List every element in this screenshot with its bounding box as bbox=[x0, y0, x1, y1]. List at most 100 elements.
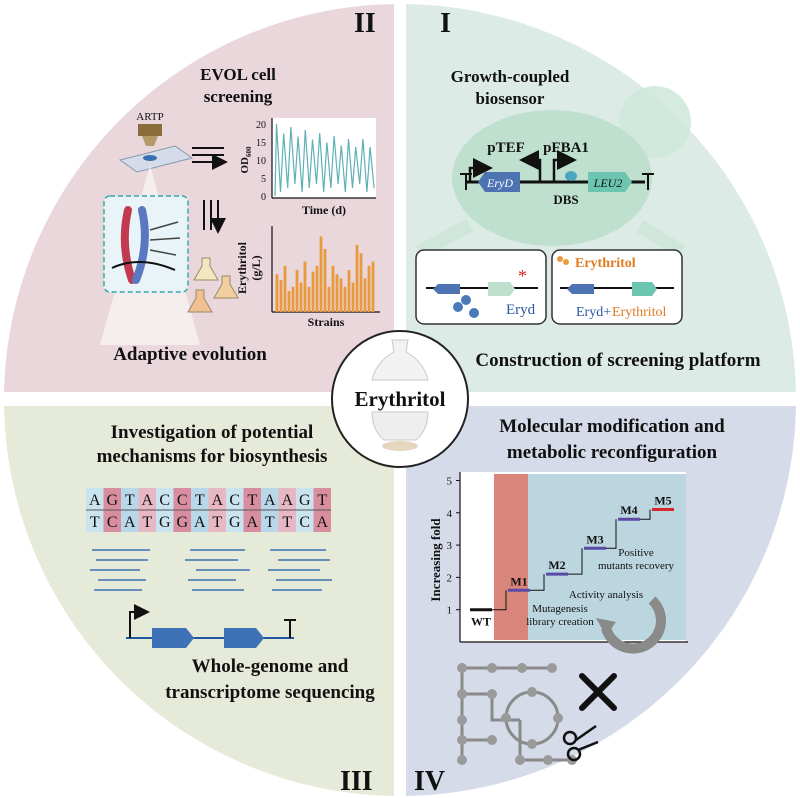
ann-activity: Activity analysis bbox=[569, 589, 643, 601]
bar-xlabel: Strains bbox=[308, 315, 345, 329]
step-label-m1: M1 bbox=[510, 574, 527, 588]
strain-bar bbox=[283, 265, 287, 312]
q1-caption: Construction of screening platform bbox=[475, 350, 760, 371]
step-label-m2: M2 bbox=[548, 558, 565, 572]
quadrant-1: I Growth-coupled biosensor pTEF pFBA1 Er… bbox=[415, 8, 761, 371]
q4-title-line1: Molecular modification and bbox=[499, 416, 725, 437]
terminator-right bbox=[642, 173, 654, 190]
arrows-to-od-chart bbox=[192, 147, 224, 162]
bar-ylabel-1: Erythritol bbox=[235, 241, 249, 294]
od-ylabel: OD600 bbox=[239, 146, 253, 174]
erythritol-dot-1 bbox=[557, 256, 563, 262]
q1-subtitle-line1: Growth-coupled bbox=[451, 67, 570, 86]
q3-title-line1: Investigation of potential bbox=[111, 422, 314, 443]
dna-break bbox=[111, 260, 176, 271]
q3-caption-line1: Whole-genome and bbox=[192, 656, 349, 677]
strain-bar bbox=[367, 265, 371, 312]
step-connector bbox=[606, 519, 617, 549]
seq-top-base: A bbox=[211, 492, 223, 509]
bar-ylabel-2: (g/L) bbox=[249, 255, 263, 280]
strain-bar bbox=[339, 278, 343, 312]
flask-2 bbox=[213, 275, 239, 299]
od-ylabel-text: OD600 bbox=[239, 146, 253, 174]
reads-group-1 bbox=[90, 549, 150, 591]
box2-bottom-a: Eryd+ bbox=[576, 305, 611, 320]
strain-bar bbox=[291, 286, 295, 312]
seq-bottom-base: C bbox=[107, 514, 118, 531]
seq-bottom-base: G bbox=[176, 514, 188, 531]
bar-ylabel: Erythritol (g/L) bbox=[235, 241, 263, 294]
od-tick-20: 20 bbox=[256, 120, 266, 131]
eryD-protein-2 bbox=[469, 308, 479, 318]
seq-top-base: G bbox=[106, 492, 118, 509]
yeast-bud bbox=[619, 86, 691, 158]
seq-bottom-base: A bbox=[194, 514, 206, 531]
seq-bottom-base: A bbox=[316, 514, 328, 531]
flask-3 bbox=[187, 289, 213, 313]
quadrant-2: II EVOL cell screening ARTP 20 15 10 5 bbox=[100, 8, 380, 365]
erythritol-bar-chart: Erythritol (g/L) Strains bbox=[235, 226, 380, 329]
step-label-m4: M4 bbox=[620, 503, 637, 517]
strain-bar bbox=[347, 270, 351, 312]
LEU2-gene-label: LEU2 bbox=[593, 176, 623, 190]
step-label-wt: WT bbox=[471, 615, 491, 629]
strain-bar bbox=[307, 286, 311, 312]
step-connector bbox=[530, 574, 545, 591]
seq-bottom-base: A bbox=[124, 514, 136, 531]
zoom-cone bbox=[416, 218, 686, 259]
center-label: Erythritol bbox=[355, 387, 446, 411]
eryD-gene bbox=[478, 172, 520, 192]
flask-base bbox=[382, 441, 418, 451]
od-growth-trace bbox=[274, 123, 375, 197]
flask-top bbox=[371, 339, 429, 381]
DBS-site-mark bbox=[565, 171, 577, 181]
step-connector bbox=[568, 548, 583, 575]
seq-top-base: A bbox=[89, 492, 101, 509]
q1-roman: I bbox=[440, 8, 451, 39]
repression-mark: * bbox=[518, 266, 527, 286]
strain-bar bbox=[363, 278, 367, 312]
strain-bar bbox=[359, 253, 363, 312]
box1-label: Eryd bbox=[506, 302, 536, 318]
strain-bar bbox=[315, 265, 319, 312]
step-ylabel-text: Increasing fold bbox=[428, 518, 443, 602]
od-tick-0: 0 bbox=[261, 192, 266, 203]
q4-roman: IV bbox=[414, 766, 445, 797]
flask-bottom bbox=[371, 411, 429, 441]
cycle-arrow bbox=[601, 596, 666, 654]
wrench-icon bbox=[579, 673, 617, 711]
DBS-label: DBS bbox=[553, 192, 578, 207]
off-box-eryD bbox=[433, 284, 460, 294]
q2-subtitle-line2: screening bbox=[204, 87, 273, 106]
strain-bar bbox=[311, 271, 315, 312]
q3-caption-line2: transcriptome sequencing bbox=[165, 682, 375, 703]
promoter2-label: pFBA1 bbox=[543, 140, 589, 156]
eryD-gene-label: EryD bbox=[486, 176, 513, 190]
od-tick-5: 5 bbox=[261, 174, 266, 185]
erythritol-dot-2 bbox=[563, 259, 569, 265]
step-label-m5: M5 bbox=[654, 494, 671, 508]
strain-bar bbox=[323, 249, 327, 312]
dna-strand-lines bbox=[149, 221, 181, 256]
seq-bottom-base: A bbox=[246, 514, 258, 531]
reverse-promoter-arrow bbox=[519, 150, 542, 182]
device-label: ARTP bbox=[136, 111, 163, 123]
on-box-LEU2 bbox=[632, 282, 657, 296]
q2-caption: Adaptive evolution bbox=[113, 344, 267, 365]
strain-bar bbox=[343, 286, 347, 312]
center-circle bbox=[331, 330, 469, 468]
chromosome-arm-2 bbox=[132, 206, 149, 284]
strain-bar bbox=[275, 274, 279, 312]
seq-bottom-base: C bbox=[299, 514, 310, 531]
terminator-left bbox=[460, 173, 472, 190]
seq-top-base: T bbox=[125, 492, 135, 509]
strain-bar bbox=[335, 274, 339, 312]
exon-2 bbox=[224, 628, 264, 648]
q2-subtitle-line1: EVOL cell bbox=[200, 65, 276, 84]
ann-positive-2: mutants recovery bbox=[598, 560, 675, 572]
od-sub: 600 bbox=[245, 146, 253, 157]
step-ylabel: Increasing fold bbox=[428, 518, 443, 602]
